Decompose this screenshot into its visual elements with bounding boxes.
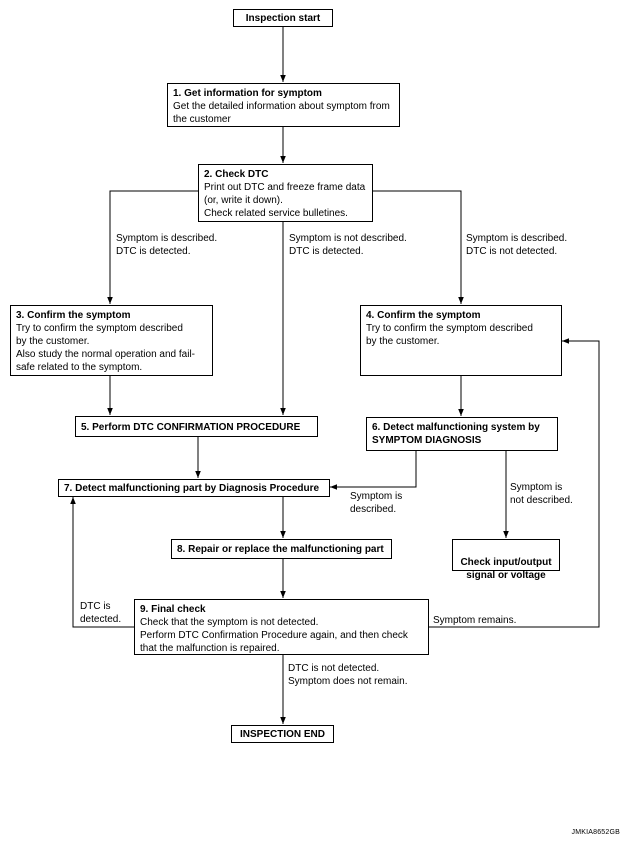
figure-code: JMKIA8652GB [571,829,620,836]
check-io-box: Check input/output signal or voltage [452,539,560,581]
step-1-body: Get the detailed information about sympt… [173,101,390,125]
step-4-title: 4. Confirm the symptom [366,310,481,321]
arrow-2-to-3 [107,190,198,304]
label-dtc-not-detected: DTC is not detected. Symptom does not re… [288,663,408,687]
step-8-box: 8. Repair or replace the malfunctioning … [171,539,392,559]
step-7-box: 7. Detect malfunctioning part by Diagnos… [58,479,330,497]
arrow-9-to-7 [70,497,134,628]
step-8-title: 8. Repair or replace the malfunctioning … [177,544,384,555]
inspection-start-title: Inspection start [245,13,321,24]
arrow-6-to-7 [330,451,417,490]
inspection-end-box: INSPECTION END [231,725,334,743]
step-2-body: Print out DTC and freeze frame data (or,… [204,182,366,219]
step-1-box: 1. Get information for symptom Get the d… [167,83,400,127]
step-3-body: Try to confirm the symptom described by … [16,323,195,373]
step-3-box: 3. Confirm the symptom Try to confirm th… [10,305,213,376]
arrow-2-to-4 [373,190,464,304]
label-dtc-detected: DTC is detected. [80,601,122,625]
step-2-title: 2. Check DTC [204,169,269,180]
step-4-box: 4. Confirm the symptom Try to confirm th… [360,305,562,376]
step-2-box: 2. Check DTC Print out DTC and freeze fr… [198,164,373,222]
label-described-detected: Symptom is described. DTC is detected. [116,233,218,257]
step-5-title: 5. Perform DTC CONFIRMATION PROCEDURE [81,422,301,433]
label-described-not-detected: Symptom is described. DTC is not detecte… [466,233,568,257]
step-4-body: Try to confirm the symptom described by … [366,323,533,347]
step-7-title: 7. Detect malfunctioning part by Diagnos… [64,483,320,494]
step-9-title: 9. Final check [140,604,206,615]
step-6-box: 6. Detect malfunctioning system by SYMPT… [366,417,558,451]
step-9-body: Check that the symptom is not detected. … [140,617,408,654]
step-3-title: 3. Confirm the symptom [16,310,131,321]
step-5-box: 5. Perform DTC CONFIRMATION PROCEDURE [75,416,318,437]
label-not-described-detected: Symptom is not described. DTC is detecte… [289,233,407,257]
label-symptom-remains: Symptom remains. [433,615,517,626]
arrow-9-to-4 [429,338,600,628]
step-6-title: 6. Detect malfunctioning system by SYMPT… [372,422,540,446]
label-symptom-not-described: Symptom is not described. [510,482,573,506]
inspection-end-title: INSPECTION END [239,729,325,740]
check-io-title: Check input/output signal or voltage [460,557,552,581]
label-symptom-described: Symptom is described. [350,491,403,515]
step-1-title: 1. Get information for symptom [173,88,322,99]
step-9-box: 9. Final check Check that the symptom is… [134,599,429,655]
inspection-start-box: Inspection start [233,9,333,27]
